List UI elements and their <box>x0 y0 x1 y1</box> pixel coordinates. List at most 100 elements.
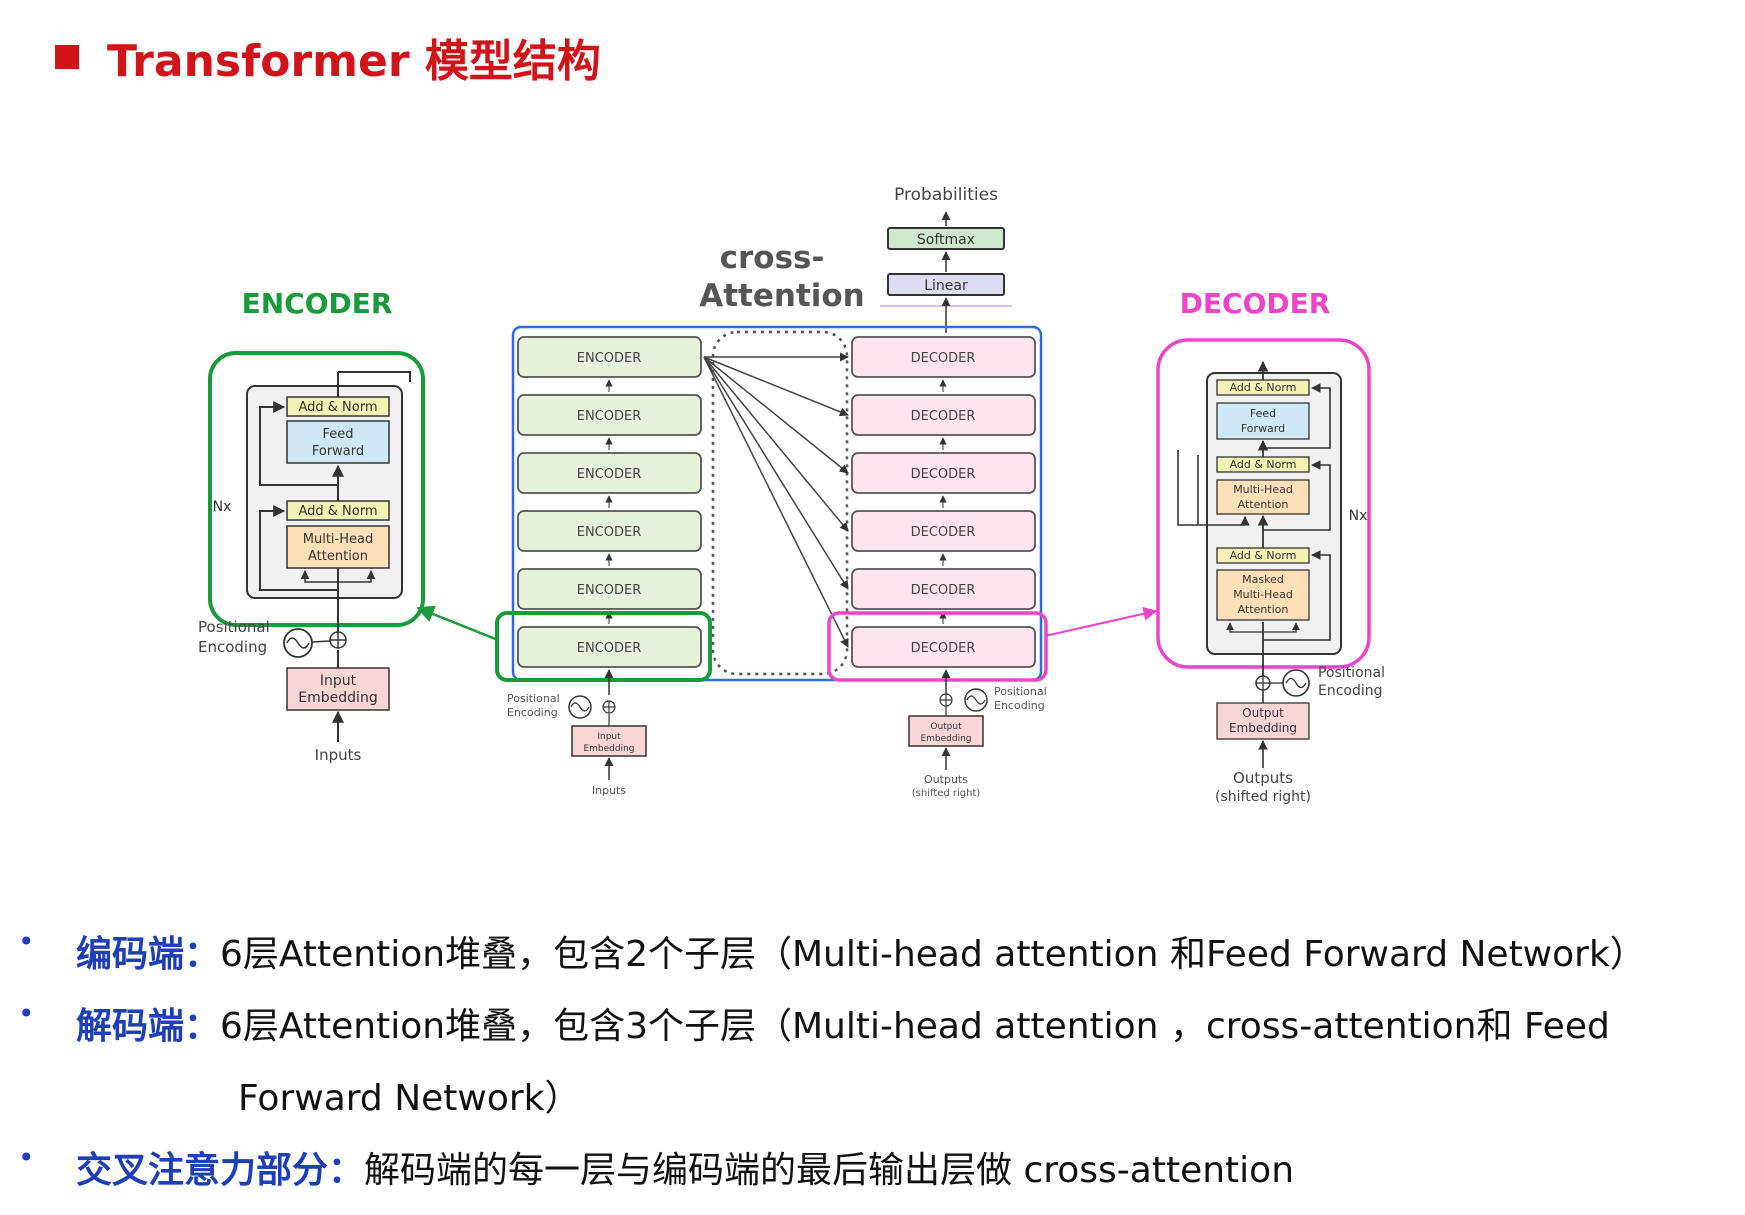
dec-multi-head-attention <box>1216 479 1310 515</box>
enc-feed-forward-label-1: Feed <box>322 427 353 442</box>
encoder-block <box>517 336 702 378</box>
enc-inputs-label: Inputs <box>315 746 362 764</box>
dec-multi-head-label-2: Attention <box>1238 498 1289 511</box>
encoder-block-label: ENCODER <box>577 583 642 598</box>
bullet-cross-attention-body: 解码端的每一层与编码端的最后输出层做 cross-attention <box>364 1150 1295 1191</box>
dec-add-norm-top-label: Add & Norm <box>1230 381 1297 394</box>
bullet-decoder-body: 6层Attention堆叠，包含3个子层（Multi-head attentio… <box>220 1006 1610 1047</box>
enc-multi-head-label-2: Attention <box>308 549 368 564</box>
encoder-block <box>517 394 702 436</box>
dec-nx-label: Nx <box>1349 508 1368 524</box>
cross-attention-label-2: Attention <box>699 278 865 314</box>
dec-masked-label-2: Multi-Head <box>1233 588 1293 601</box>
dec-multi-head-label-1: Multi-Head <box>1233 483 1293 496</box>
decoder-block <box>851 336 1036 378</box>
bullet-decoder-head: 解码端： <box>76 1006 221 1047</box>
softmax-box <box>887 227 1005 250</box>
dec-outputs-label-1: Outputs <box>1233 769 1293 787</box>
dec-output-embedding <box>1216 702 1310 740</box>
dec-outputs-label-2: (shifted right) <box>1215 789 1311 805</box>
encoder-link-arrow <box>416 605 499 642</box>
linear-box <box>887 273 1005 296</box>
decoder-block-label: DECODER <box>911 409 976 424</box>
stack-dec-positional-label-2: Encoding <box>994 699 1045 712</box>
dec-feed-forward <box>1216 402 1310 440</box>
cross-attention-arrows <box>703 352 849 648</box>
dec-feed-forward-label-2: Forward <box>1241 422 1285 435</box>
dec-add-norm-bottom-label: Add & Norm <box>1230 549 1297 562</box>
enc-add-norm-bottom-label: Add & Norm <box>298 504 377 519</box>
dec-masked-label-1: Masked <box>1242 573 1284 586</box>
decoder-block-label: DECODER <box>911 351 976 366</box>
encoder-block <box>517 452 702 494</box>
stack-diagram: Probabilities Softmax Linear cross- Atte… <box>495 185 1048 799</box>
decoder-block-label: DECODER <box>911 583 976 598</box>
enc-nx-label: Nx <box>213 499 232 515</box>
encoder-block-label: ENCODER <box>577 467 642 482</box>
slide-title: Transformer 模型结构 <box>55 22 601 92</box>
enc-add-norm-top-label: Add & Norm <box>298 400 377 415</box>
stack-dec-positional-label-1: Positional <box>994 685 1047 698</box>
dec-add-norm-middle-label: Add & Norm <box>1230 458 1297 471</box>
encoder-block <box>517 568 702 610</box>
dec-positional-label-1: Positional <box>1318 665 1385 681</box>
bullet-dot: • <box>18 925 35 958</box>
decoder-block-label: DECODER <box>911 641 976 656</box>
stack-outputs-label-1: Outputs <box>924 773 968 786</box>
transformer-diagram: ENCODER Add & Norm Feed Forward Add & No… <box>198 185 1385 805</box>
dec-output-embedding-label-1: Output <box>1242 706 1284 720</box>
cross-attention-dotted-region <box>711 330 849 676</box>
linear-label: Linear <box>924 278 968 294</box>
enc-feed-forward-label-2: Forward <box>312 444 364 459</box>
dec-output-embedding-label-2: Embedding <box>1229 721 1297 735</box>
encoder-block <box>517 510 702 552</box>
encoder-bottom-highlight <box>495 611 712 682</box>
encoder-label: ENCODER <box>242 287 393 320</box>
enc-multi-head-label-1: Multi-Head <box>303 532 373 547</box>
softmax-label: Softmax <box>917 232 975 248</box>
encoder-block-label: ENCODER <box>577 351 642 366</box>
bullet-cross-attention-head: 交叉注意力部分： <box>76 1150 365 1191</box>
stack-output-embedding <box>908 715 984 747</box>
title-text: Transformer 模型结构 <box>107 36 601 87</box>
enc-input-embedding-label-2: Embedding <box>298 690 377 706</box>
probabilities-label: Probabilities <box>894 185 998 205</box>
decoder-link-arrow <box>1044 606 1158 637</box>
bullet-dot: • <box>18 997 35 1030</box>
decoder-block-label: DECODER <box>911 525 976 540</box>
decoder-block <box>851 452 1036 494</box>
enc-input-embedding-label-1: Input <box>320 673 357 689</box>
enc-positional-label-1: Positional <box>198 618 270 636</box>
stack-output-embedding-label-2: Embedding <box>920 734 971 744</box>
encoder-block-label: ENCODER <box>577 525 642 540</box>
stack-output-embedding-label-1: Output <box>930 722 962 732</box>
stack-input-embedding-label-2: Embedding <box>583 744 634 754</box>
dec-masked-attention <box>1216 569 1310 621</box>
encoder-block-label: ENCODER <box>577 409 642 424</box>
decoder-block <box>851 568 1036 610</box>
bullet-dot: • <box>18 1141 35 1174</box>
encoder-detail: ENCODER Add & Norm Feed Forward Add & No… <box>198 287 425 764</box>
bullet-encoder-body: 6层Attention堆叠，包含2个子层（Multi-head attentio… <box>220 934 1646 975</box>
encoder-highlight-box <box>208 351 425 627</box>
bullet-encoder-head: 编码端： <box>76 934 221 975</box>
decoder-label: DECODER <box>1180 287 1331 320</box>
cross-attention-label-1: cross- <box>720 240 825 276</box>
enc-feed-forward <box>286 420 390 464</box>
stack-enc-positional-label-1: Positional <box>507 692 560 705</box>
stack-inputs-label: Inputs <box>592 784 626 797</box>
decoder-stack: DECODER DECODER DECODER DECODER DECODER … <box>851 336 1036 668</box>
dec-masked-label-3: Attention <box>1238 603 1289 616</box>
stack-enc-positional-label-2: Encoding <box>507 706 558 719</box>
encoder-block <box>517 626 702 668</box>
stack-outputs-label-2: (shifted right) <box>912 788 981 799</box>
decoder-detail: DECODER Add & Norm Feed Forward Add & No… <box>1156 287 1385 805</box>
encoder-block-label: ENCODER <box>577 641 642 656</box>
encoder-stack: ENCODER ENCODER ENCODER ENCODER ENCODER … <box>517 336 702 668</box>
stack-input-embedding <box>571 725 647 757</box>
title-bullet-square <box>55 45 79 69</box>
decoder-block <box>851 626 1036 668</box>
enc-positional-label-2: Encoding <box>198 638 267 656</box>
decoder-block-label: DECODER <box>911 467 976 482</box>
